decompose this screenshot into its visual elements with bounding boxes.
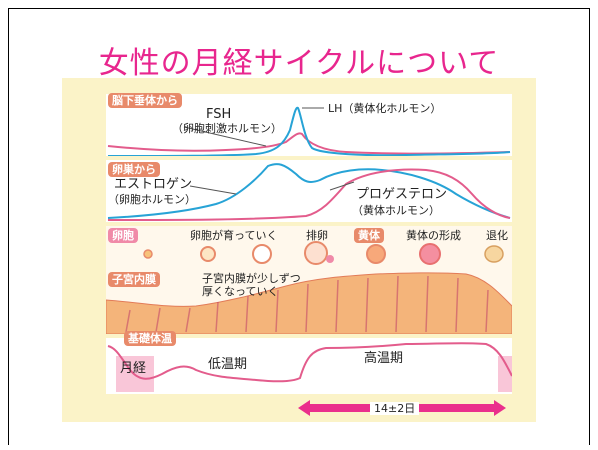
basal-temperature-badge: 基礎体温 <box>124 331 176 346</box>
ovarian-hormone-panel: 卵巣から エストロゲン （卵胞ホルモン） プロゲステロン （黄体ホルモン） <box>106 160 512 222</box>
basal-temperature-panel: 基礎体温 月経 低温期 高温期 <box>106 331 512 394</box>
fsh-curve <box>107 132 511 155</box>
progesterone-label: プロゲステロン <box>356 187 448 202</box>
endometrium-layer <box>106 272 512 334</box>
estrogen-label: エストロゲン <box>114 177 193 192</box>
duration-arrow <box>298 400 506 416</box>
low-temperature-phase-label: 低温期 <box>208 357 248 372</box>
released-egg <box>326 255 334 263</box>
pituitary-hormone-panel: 脳下垂体から FSH （卵胞刺激ホルモン） LH（黄体化ホルモン） <box>106 93 512 156</box>
lh-label: LH（黄体化ホルモン） <box>328 102 442 115</box>
fsh-label: FSH <box>206 107 232 122</box>
corpus-luteum-formed <box>419 243 441 265</box>
endometrium-vessels <box>125 275 489 333</box>
pituitary-hormone-curves <box>107 106 511 156</box>
menstruation-label: 月経 <box>120 361 147 376</box>
follicle-stage-2 <box>200 246 216 262</box>
corpus-luteum-early <box>366 244 386 264</box>
corpus-luteum-formation-label: 黄体の形成 <box>406 229 461 242</box>
endometrium-badge: 子宮内膜 <box>108 272 160 287</box>
corpus-luteum-badge: 黄体 <box>354 228 384 243</box>
fsh-sub-label: （卵胞刺激ホルモン） <box>172 122 282 135</box>
lh-curve <box>107 106 511 156</box>
duration-label: 14±2日 <box>370 402 420 415</box>
estrogen-sub-label: （卵胞ホルモン） <box>108 193 196 206</box>
ovarian-hormone-curves <box>107 163 511 221</box>
ovulation-label: 排卵 <box>306 229 328 242</box>
slide-title: 女性の月経サイクルについて <box>98 46 500 81</box>
ovary-badge: 卵巣から <box>108 162 160 177</box>
follicle-stages-graphic <box>106 241 512 334</box>
temperature-curve <box>107 342 512 383</box>
high-temperature-phase-label: 高温期 <box>364 351 404 366</box>
ovulation-follicle <box>304 241 328 265</box>
follicle-growing-label: 卵胞が育っていく <box>190 229 278 242</box>
progesterone-sub-label: （黄体ホルモン） <box>352 204 440 217</box>
follicle-endometrium-panel: 卵胞 卵胞が育っていく 排卵 黄体 黄体の形成 退化 子宮内膜 子宮内膜が少しず… <box>106 226 512 334</box>
menstrual-cycle-diagram: 脳下垂体から FSH （卵胞刺激ホルモン） LH（黄体化ホルモン） 卵巣から エ… <box>62 78 536 422</box>
pituitary-badge: 脳下垂体から <box>108 93 182 108</box>
endometrium-note-line2: 厚くなっていく <box>202 285 279 298</box>
progesterone-pointer <box>329 181 355 191</box>
progesterone-curve <box>107 168 511 221</box>
endometrium-note-line1: 子宮内膜が少しずつ <box>202 272 301 285</box>
follicle-stage-1 <box>143 249 153 259</box>
corpus-albicans <box>484 245 504 263</box>
basal-temperature-graphic <box>107 342 512 392</box>
regression-label: 退化 <box>486 229 508 242</box>
follicle-badge: 卵胞 <box>108 228 138 243</box>
estrogen-curve <box>107 163 511 219</box>
next-menstruation-period <box>498 356 512 392</box>
estrogen-pointer <box>189 185 237 195</box>
follicle-stage-3 <box>252 244 272 264</box>
fsh-pointer <box>183 126 267 147</box>
